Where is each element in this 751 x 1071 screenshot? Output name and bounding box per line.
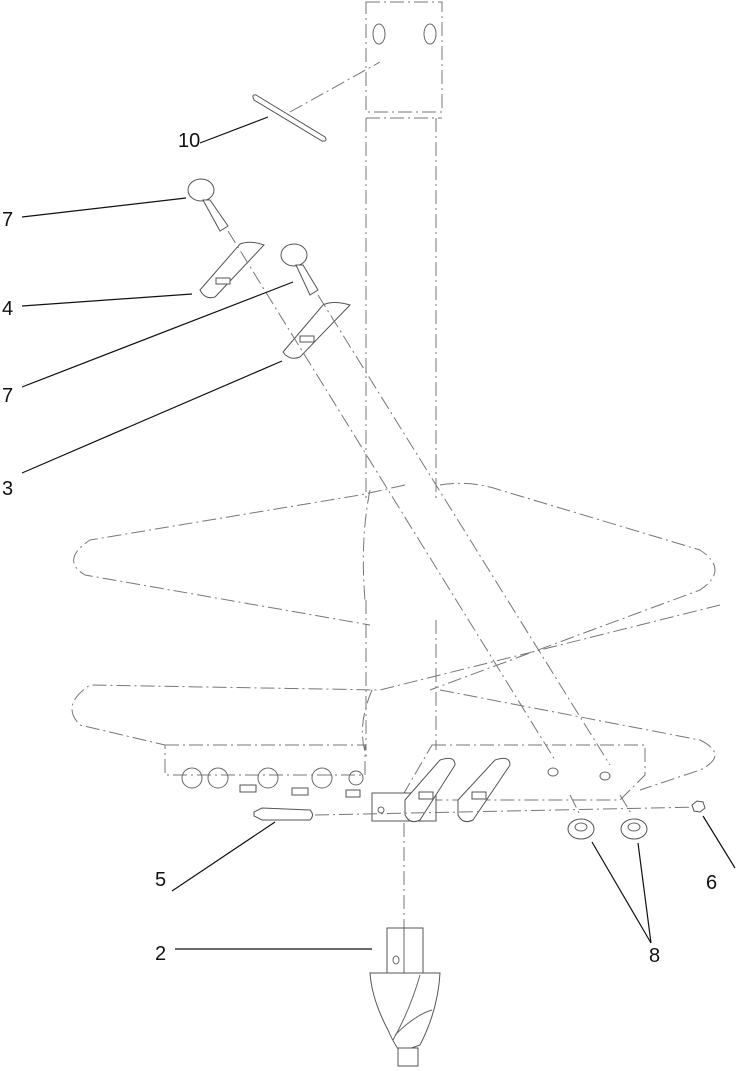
callout-8: 8: [649, 945, 661, 967]
flighting-lower: [71, 604, 721, 791]
key-part: [252, 61, 381, 142]
nut-part: [691, 800, 706, 813]
callout-4: 4: [2, 298, 14, 320]
callout-3: 3: [2, 478, 14, 500]
auger-shaft: [365, 1, 443, 750]
callout-7-upper: 7: [2, 209, 14, 231]
bolt-part: [253, 806, 701, 821]
leader-lines: [21, 116, 736, 950]
tooth-4: [199, 241, 265, 299]
pin-upper: [187, 178, 229, 232]
tooth-3: [282, 302, 351, 359]
callout-5: 5: [155, 869, 167, 891]
callout-2: 2: [155, 943, 167, 965]
tooth-holder-left: [164, 744, 366, 798]
pilot-bit: [369, 823, 441, 1067]
callout-6: 6: [706, 872, 718, 894]
flighting-upper: [73, 482, 716, 691]
tooth-holder-right: [371, 744, 646, 823]
pin-lower: [280, 243, 319, 296]
callout-10: 10: [178, 130, 201, 152]
assembly-centerlines: [227, 230, 611, 766]
callout-7-lower: 7: [2, 385, 14, 407]
flange-nuts: [567, 794, 648, 840]
